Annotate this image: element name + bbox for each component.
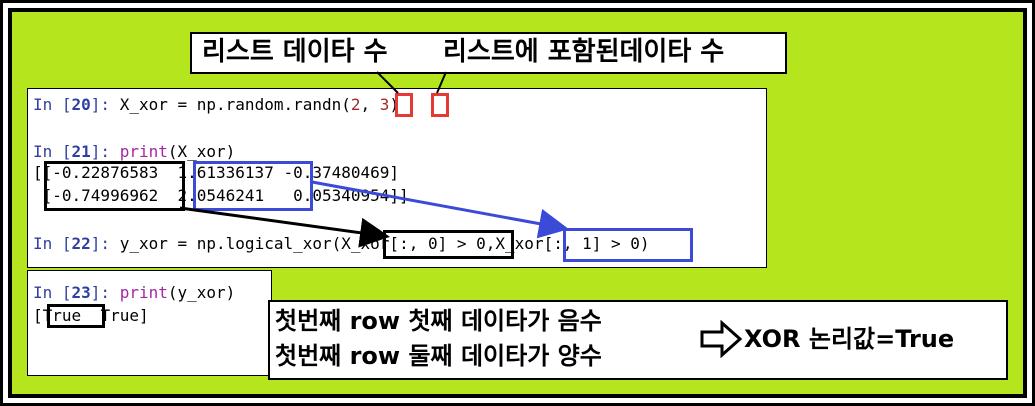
highlight-first-true	[47, 304, 105, 328]
cell-23-output: [True True]	[33, 306, 149, 325]
cell-23-first-true: True	[42, 306, 82, 325]
title-box	[190, 32, 787, 74]
code-box-lower	[27, 270, 272, 376]
cell-21-output-row-2: [-0.74996962 2.0546241 0.05340954]]	[33, 186, 409, 205]
element-count-label: 리스트에 포함된데이타 수	[443, 37, 725, 67]
cell-23-prompt: In [23]:	[33, 283, 120, 302]
cell-21-line: In [21]: print(X_xor)	[33, 142, 236, 161]
highlight-second-column	[193, 161, 313, 211]
arrow-first-col-to-expr	[179, 206, 390, 248]
explain-line-2: 첫번째 row 둘째 데이타가 양수	[275, 342, 602, 370]
cell-20-line: In [20]: X_xor = np.random.randn(2, 3)	[33, 95, 400, 114]
explain-line-1: 첫번째 row 첫째 데이타가 음수	[275, 307, 602, 335]
cell-23-print: print	[119, 283, 168, 302]
cell-23-line: In [23]: print(y_xor)	[33, 283, 236, 302]
pointer-to-arg-rows	[376, 71, 399, 94]
highlight-first-column	[44, 161, 185, 211]
cell-22-line: In [22]: y_xor = np.logical_xor(X_xor[:,…	[33, 234, 650, 253]
outline-right-arrow-icon	[700, 320, 742, 358]
cell-20-arg-cols: 3	[379, 95, 390, 114]
cell-21-prompt: In [21]:	[33, 142, 120, 161]
cell-20-code: X_xor = np.random.randn(	[119, 95, 351, 114]
explanation-box	[268, 300, 1008, 380]
xor-result-label: XOR 논리값=True	[744, 325, 955, 353]
highlight-arg-rows	[395, 93, 413, 117]
highlight-col1-expr	[563, 228, 693, 262]
list-count-label: 리스트 데이타 수	[202, 37, 388, 67]
arrow-second-col-to-expr	[311, 180, 569, 239]
highlight-arg-cols	[431, 93, 449, 117]
pointer-to-arg-cols	[436, 71, 447, 94]
cell-21-print: print	[119, 142, 168, 161]
cell-20-prompt: In [20]:	[33, 95, 120, 114]
cell-22-prompt: In [22]:	[33, 234, 120, 253]
code-box-main	[27, 88, 767, 268]
cell-20-arg-rows: 2	[350, 95, 361, 114]
cell-22-col1-expr: X_xor[:, 1]	[495, 234, 602, 253]
